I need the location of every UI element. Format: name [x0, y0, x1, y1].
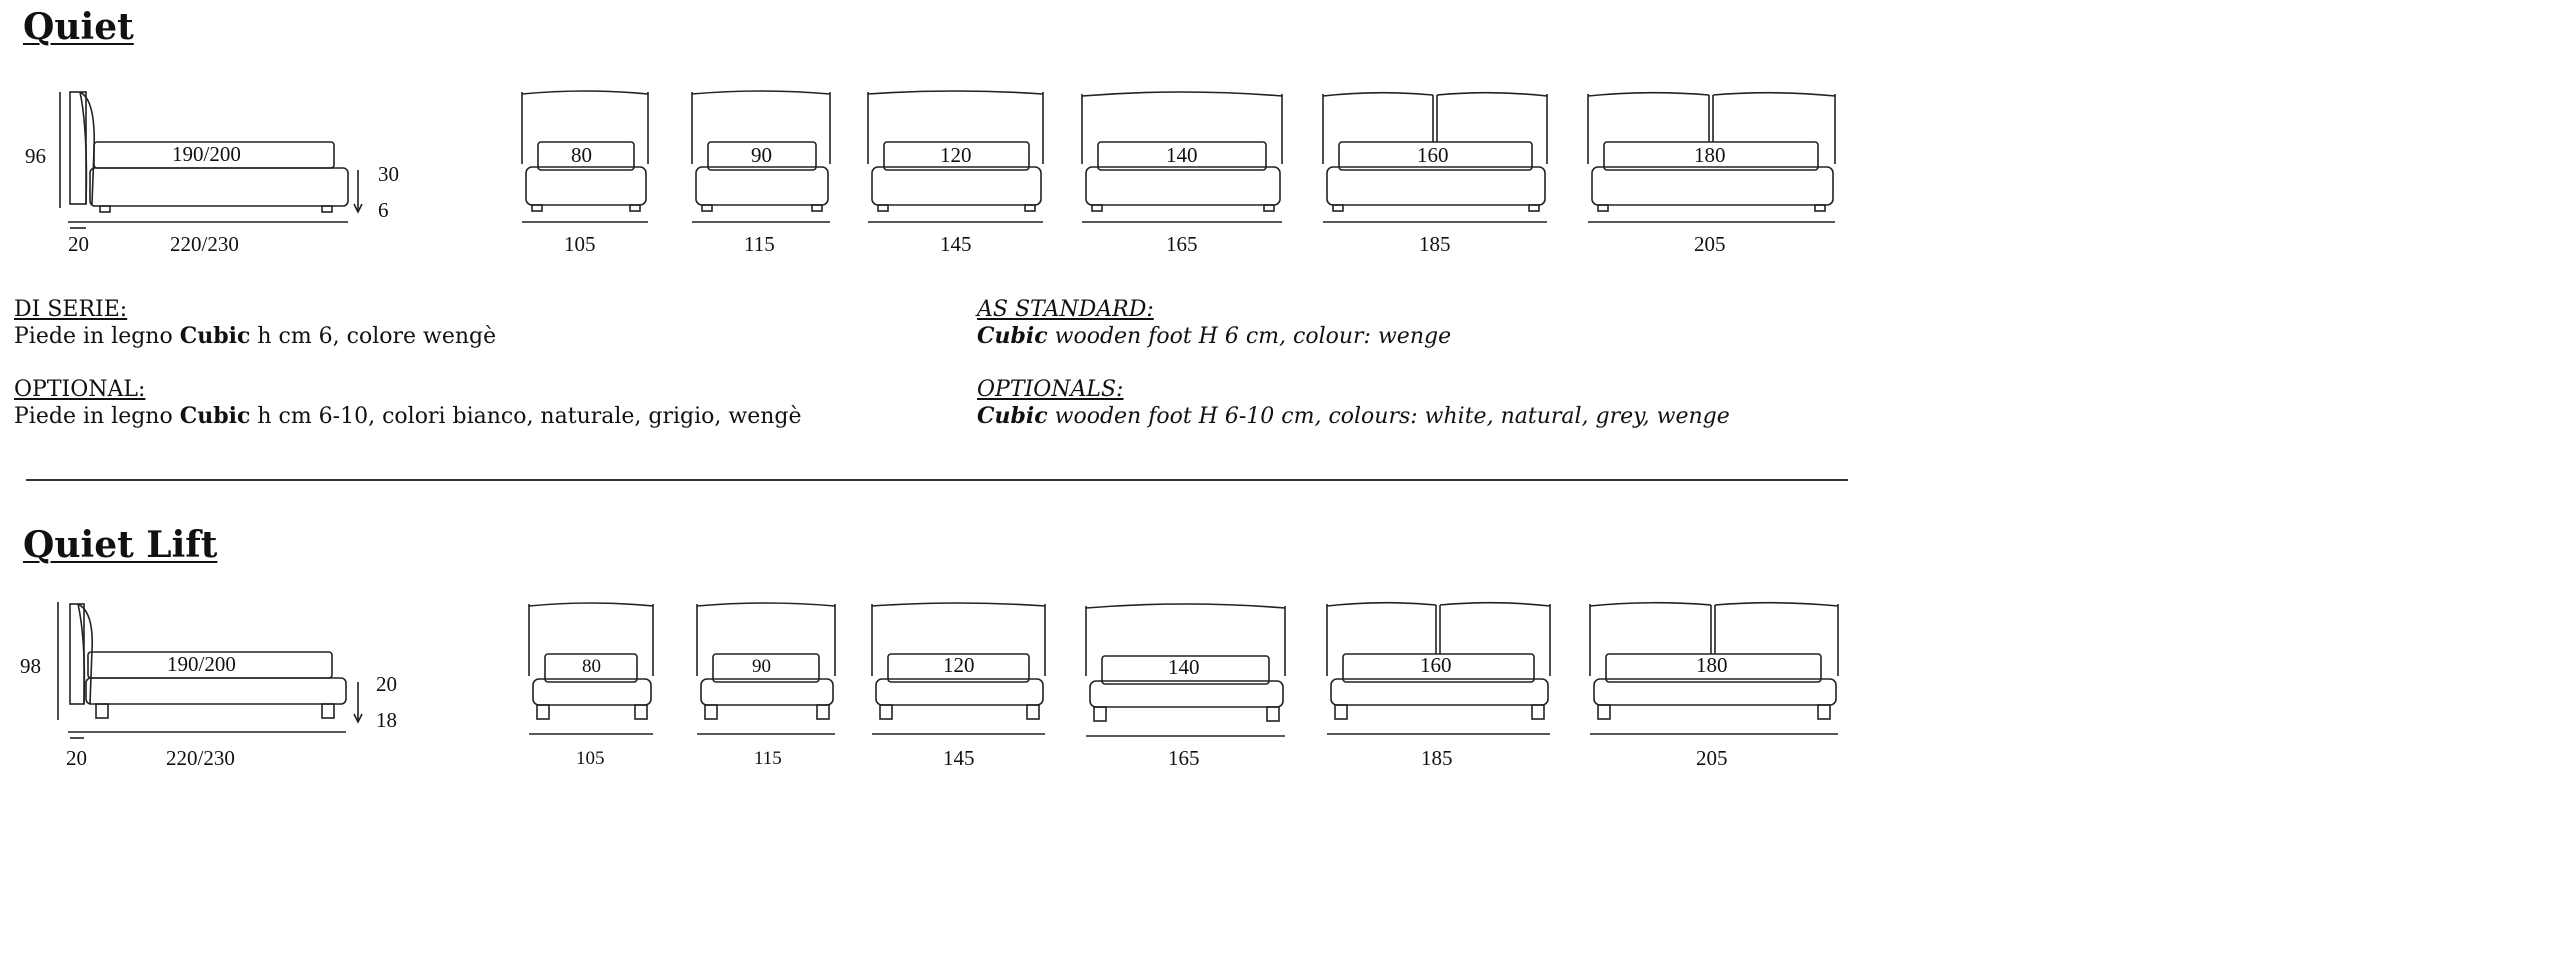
- total-width-label: 185: [1419, 232, 1451, 256]
- quiet-side-view: [59, 91, 363, 229]
- mattress-width-label: 90: [752, 656, 771, 677]
- spec-text: h cm 6, colore wengè: [250, 324, 497, 349]
- spec-line: Cubic wooden foot H 6-10 cm, colours: wh…: [977, 403, 1730, 430]
- spec-heading: AS STANDARD:: [977, 297, 1154, 322]
- spec-bold-text: Cubic: [179, 403, 251, 429]
- quiet-front-view-90: [691, 90, 831, 223]
- side-bed-height-label: 20: [376, 672, 397, 696]
- total-width-label: 205: [1696, 746, 1728, 770]
- mattress-width-label: 80: [582, 656, 601, 677]
- section-title-quiet-lift: Quiet Lift: [23, 524, 218, 566]
- total-width-label: 185: [1421, 746, 1453, 770]
- quiet-front-view-160: [1322, 91, 1548, 223]
- total-width-label: 145: [943, 746, 975, 770]
- spec-heading: DI SERIE:: [14, 297, 128, 322]
- spec-text: wooden foot H 6 cm, colour: wenge: [1047, 324, 1452, 349]
- spec-text: h cm 6-10, colori bianco, naturale, grig…: [250, 404, 802, 429]
- spec-text: Piede in legno: [14, 404, 180, 429]
- side-height-label: 96: [25, 144, 46, 168]
- total-width-label: 145: [940, 232, 972, 256]
- total-width-label: 115: [754, 748, 782, 769]
- total-width-label: 165: [1168, 746, 1200, 770]
- spec-text: Piede in legno: [14, 324, 180, 349]
- spec-standard-it: DI SERIE: Piede in legno Cubic h cm 6, c…: [14, 296, 496, 350]
- side-foot-height-label: 6: [378, 198, 389, 222]
- mattress-width-label: 90: [751, 143, 772, 167]
- side-mattress-label: 190/200: [167, 652, 236, 676]
- spec-heading: OPTIONAL:: [14, 377, 146, 402]
- mattress-width-label: 160: [1417, 143, 1449, 167]
- mattress-width-label: 120: [940, 143, 972, 167]
- quiet-lift-front-view-160: [1326, 601, 1551, 735]
- mattress-width-label: 140: [1166, 143, 1198, 167]
- spec-line: Piede in legno Cubic h cm 6, colore weng…: [14, 323, 496, 350]
- spec-standard-en: AS STANDARD: Cubic wooden foot H 6 cm, c…: [977, 296, 1451, 350]
- side-total-length-label: 220/230: [166, 746, 235, 770]
- spec-optional-en: OPTIONALS: Cubic wooden foot H 6-10 cm, …: [977, 376, 1730, 430]
- side-height-label: 98: [20, 654, 41, 678]
- quiet-lift-front-view-80: [528, 602, 654, 735]
- total-width-label: 105: [576, 748, 605, 769]
- side-bed-height-label: 30: [378, 162, 399, 186]
- total-width-label: 115: [744, 232, 775, 256]
- spec-bold-text: Cubic: [977, 323, 1048, 349]
- spec-bold-text: Cubic: [179, 323, 251, 349]
- quiet-front-view-180: [1587, 91, 1836, 223]
- quiet-lift-front-view-120: [871, 602, 1046, 735]
- spec-text: wooden foot H 6-10 cm, colours: white, n…: [1047, 404, 1730, 429]
- quiet-lift-front-view-90: [696, 602, 836, 735]
- mattress-width-label: 140: [1168, 655, 1200, 679]
- quiet-front-view-80: [521, 90, 649, 223]
- mattress-width-label: 160: [1420, 653, 1452, 677]
- quiet-lift-side-view: [57, 602, 363, 739]
- total-width-label: 165: [1166, 232, 1198, 256]
- spec-line: Piede in legno Cubic h cm 6-10, colori b…: [14, 403, 802, 430]
- spec-line: Cubic wooden foot H 6 cm, colour: wenge: [977, 323, 1451, 350]
- total-width-label: 105: [564, 232, 596, 256]
- side-mattress-label: 190/200: [172, 142, 241, 166]
- mattress-width-label: 80: [571, 143, 592, 167]
- section-divider: [26, 479, 1848, 481]
- spec-heading: OPTIONALS:: [977, 377, 1124, 402]
- total-width-label: 205: [1694, 232, 1726, 256]
- section-title-quiet: Quiet: [23, 6, 134, 48]
- quiet-lift-front-view-180: [1589, 601, 1839, 735]
- side-headboard-depth-label: 20: [66, 746, 87, 770]
- spec-optional-it: OPTIONAL: Piede in legno Cubic h cm 6-10…: [14, 376, 802, 430]
- mattress-width-label: 180: [1696, 653, 1728, 677]
- quiet-front-view-120: [867, 90, 1044, 223]
- quiet-front-view-140: [1081, 91, 1283, 223]
- side-total-length-label: 220/230: [170, 232, 239, 256]
- mattress-width-label: 120: [943, 653, 975, 677]
- spec-bold-text: Cubic: [977, 403, 1048, 429]
- quiet-lift-front-view-140: [1085, 603, 1286, 737]
- side-foot-height-label: 18: [376, 708, 397, 732]
- mattress-width-label: 180: [1694, 143, 1726, 167]
- side-headboard-depth-label: 20: [68, 232, 89, 256]
